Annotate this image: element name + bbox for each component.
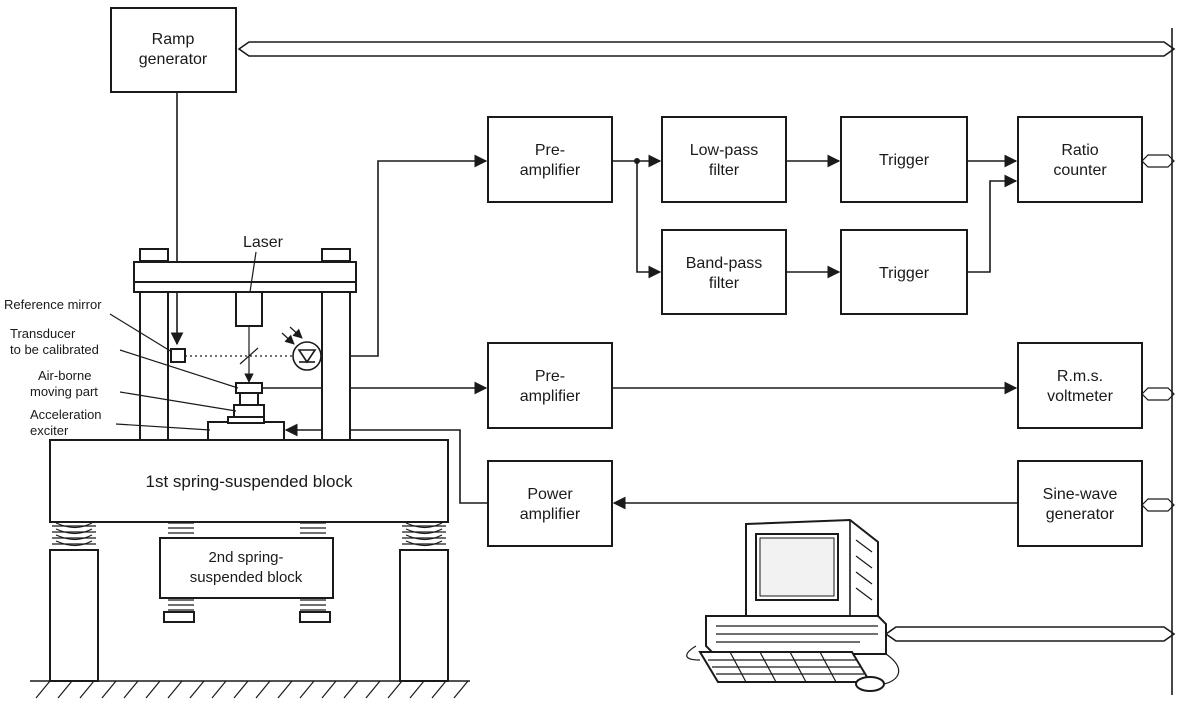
transducer-label-2: to be calibrated xyxy=(10,342,99,357)
bus-icon xyxy=(237,28,1176,695)
transducer-label-1: Transducer xyxy=(10,326,76,341)
ratio-counter-label-2: counter xyxy=(1053,162,1107,179)
ramp-generator-label-1: Ramp xyxy=(152,31,195,48)
band-pass-label-1: Band-pass xyxy=(686,255,763,272)
power-amp-label-1: Power xyxy=(527,486,573,503)
photodetector-icon xyxy=(281,326,322,371)
sine-wave-label-2: generator xyxy=(1046,506,1115,523)
ramp-generator-label-2: generator xyxy=(139,51,208,68)
laser-label: Laser xyxy=(243,234,284,251)
rms-voltmeter-label-2: voltmeter xyxy=(1047,388,1113,405)
rms-voltmeter-block: R.m.s. voltmeter xyxy=(1017,342,1143,429)
preamp-2-label-2: amplifier xyxy=(520,388,581,405)
computer-icon xyxy=(686,518,900,692)
preamplifier-1-block: Pre- amplifier xyxy=(487,116,613,203)
low-pass-filter-block: Low-pass filter xyxy=(661,116,787,203)
air-borne-label-2: moving part xyxy=(30,384,98,399)
ratio-counter-label-1: Ratio xyxy=(1061,142,1098,159)
block-2-label-1: 2nd spring- xyxy=(208,549,283,566)
preamplifier-2-block: Pre- amplifier xyxy=(487,342,613,429)
preamp-1-label-2: amplifier xyxy=(520,162,581,179)
exciter-label-1: Acceleration xyxy=(30,407,102,422)
trigger-1-label: Trigger xyxy=(879,152,930,169)
sine-wave-generator-block: Sine-wave generator xyxy=(1017,460,1143,547)
rms-voltmeter-label-1: R.m.s. xyxy=(1057,368,1103,385)
low-pass-label-2: filter xyxy=(709,162,740,179)
trigger-1-block: Trigger xyxy=(840,116,968,203)
reference-mirror-label: Reference mirror xyxy=(4,297,102,312)
ramp-generator-block: Ramp generator xyxy=(110,7,237,93)
block-1-label: 1st spring-suspended block xyxy=(146,472,353,491)
low-pass-label-1: Low-pass xyxy=(690,142,758,159)
band-pass-label-2: filter xyxy=(709,275,740,292)
preamp-2-label-1: Pre- xyxy=(535,368,565,385)
ground-hatch-icon xyxy=(30,680,470,699)
band-pass-filter-block: Band-pass filter xyxy=(661,229,787,315)
preamp-1-label-1: Pre- xyxy=(535,142,565,159)
sine-wave-label-1: Sine-wave xyxy=(1043,486,1118,503)
mechanical-labels: Reference mirror Transducer to be calibr… xyxy=(4,297,239,438)
spring-icon xyxy=(52,522,446,551)
air-borne-label-1: Air-borne xyxy=(38,368,91,383)
signal-connections xyxy=(170,92,1018,510)
power-amp-label-2: amplifier xyxy=(520,506,581,523)
block-2-label-2: suspended block xyxy=(190,569,303,586)
ratio-counter-block: Ratio counter xyxy=(1017,116,1143,203)
trigger-2-block: Trigger xyxy=(840,229,968,315)
power-amplifier-block: Power amplifier xyxy=(487,460,613,547)
exciter-label-2: exciter xyxy=(30,423,69,438)
trigger-2-label: Trigger xyxy=(879,265,930,282)
